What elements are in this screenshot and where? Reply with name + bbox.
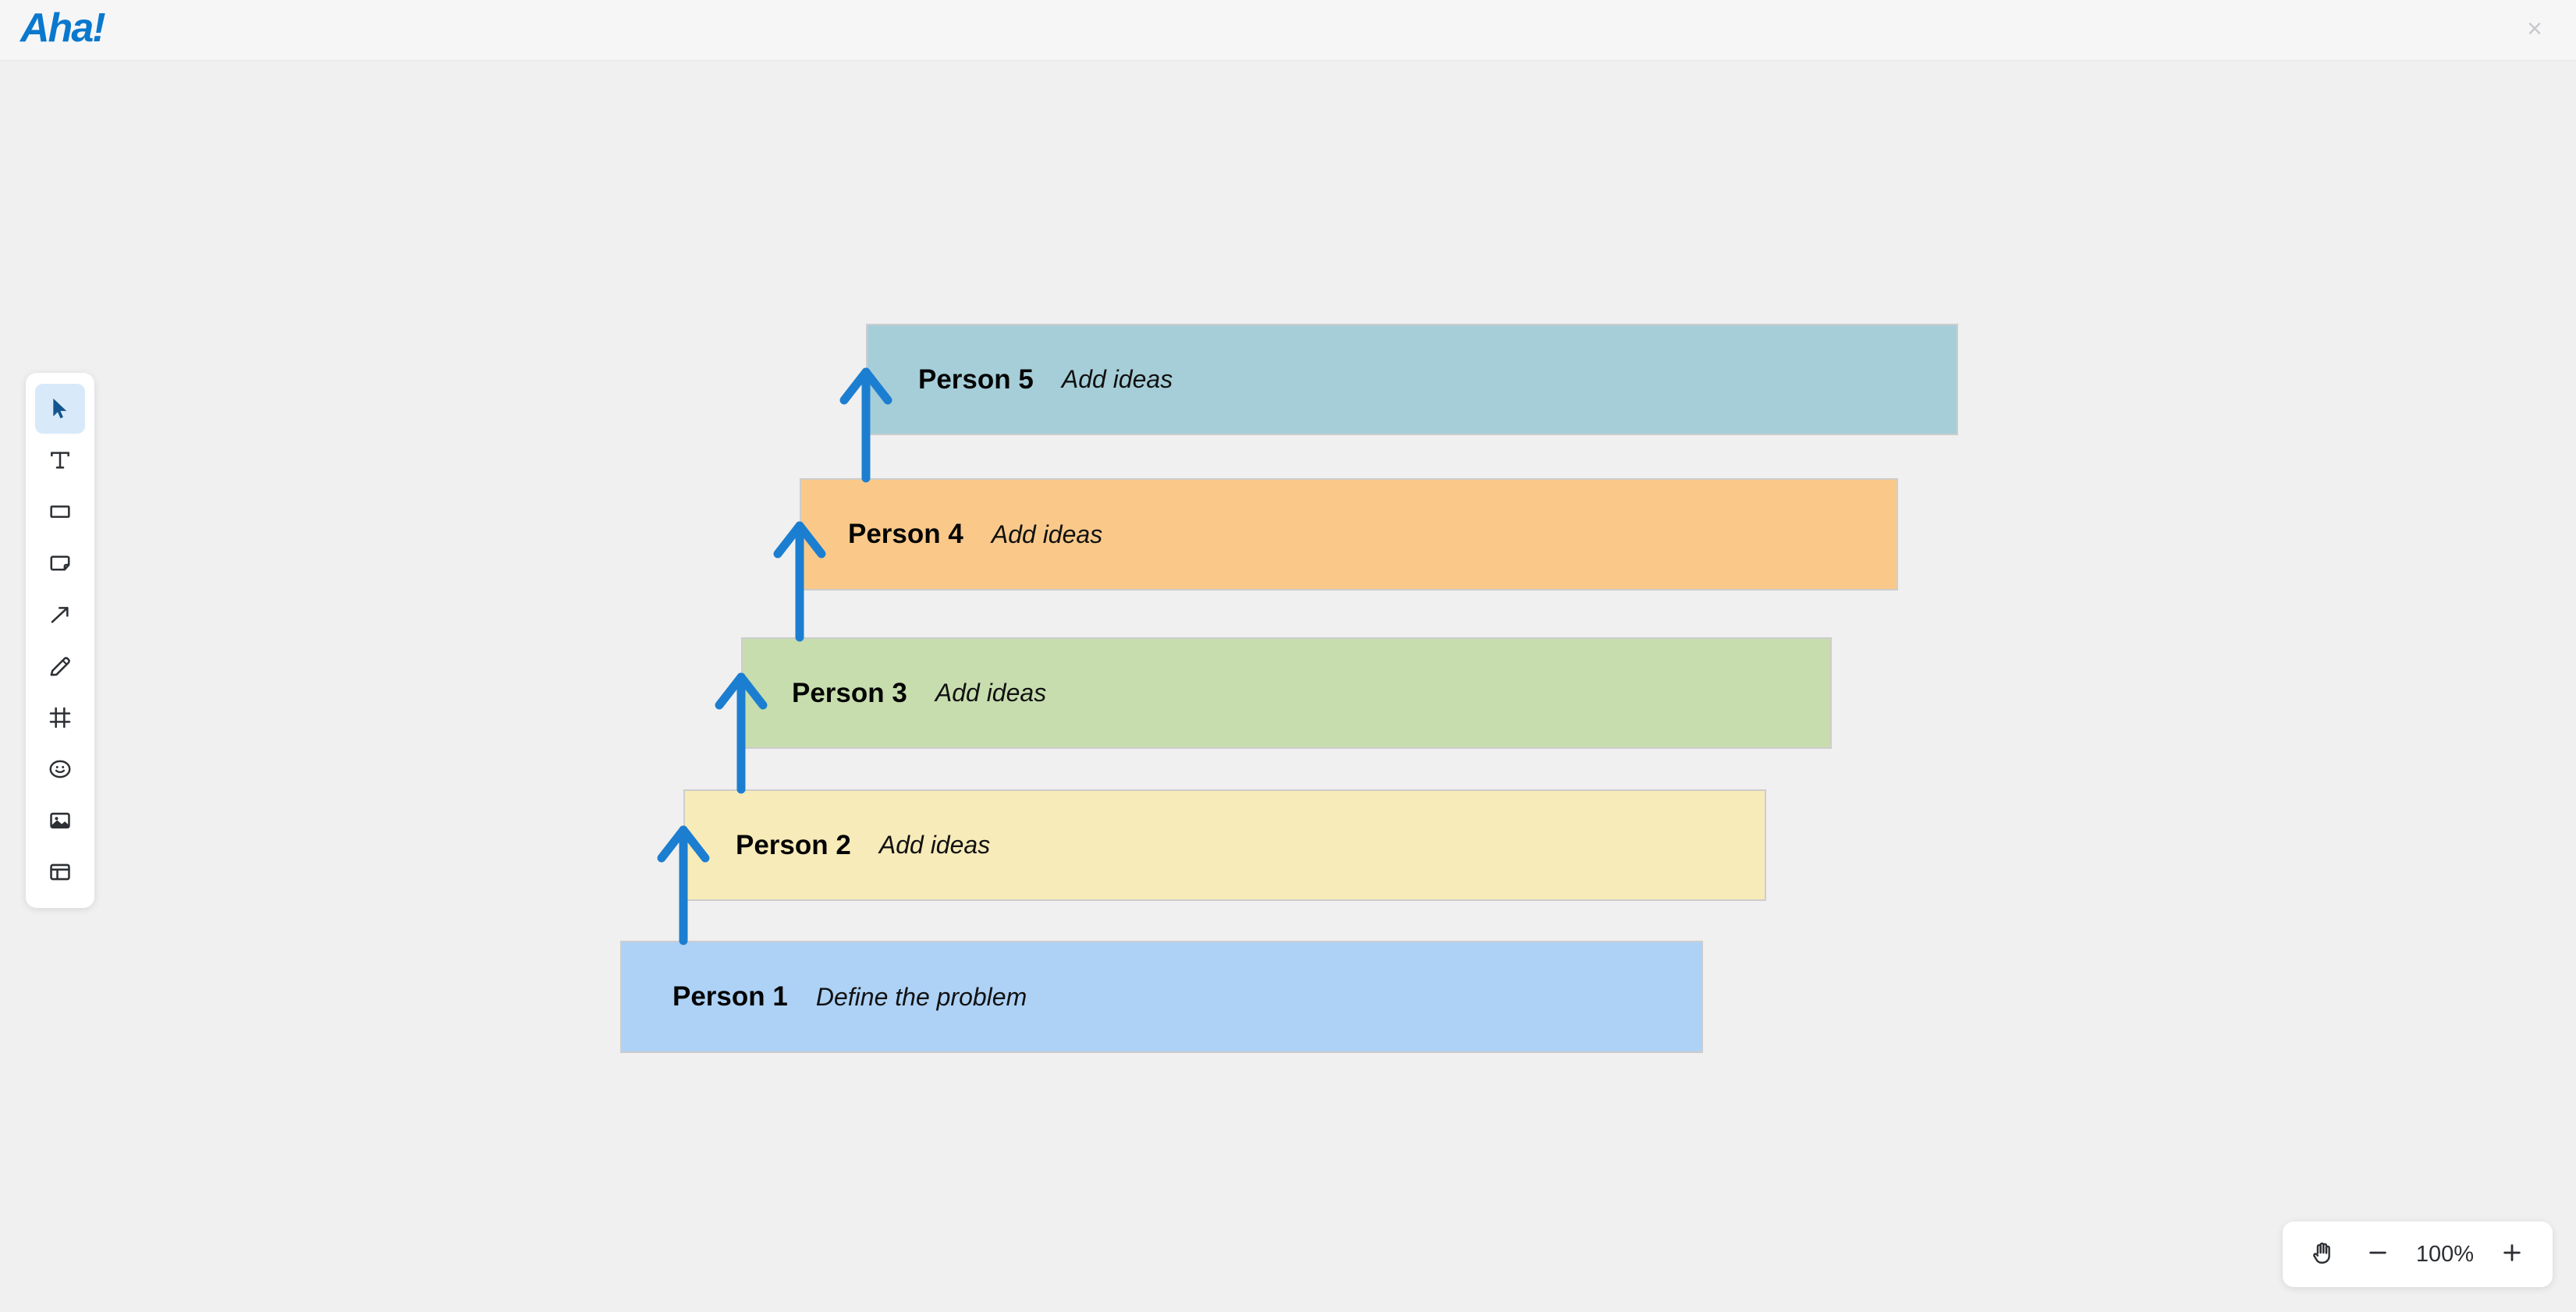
zoom-control[interactable]: 100% <box>2283 1222 2553 1287</box>
diagram-row[interactable]: Person 1 Define the problem <box>620 941 1703 1053</box>
sticky-note-icon <box>48 551 73 576</box>
template-tool[interactable] <box>35 847 85 897</box>
pencil-icon <box>48 654 73 679</box>
app-header: Aha! × <box>0 0 2576 61</box>
cursor-icon <box>48 396 73 421</box>
row-person-label: Person 5 <box>918 363 1034 395</box>
zoom-level-label: 100% <box>2415 1241 2475 1267</box>
zoom-out-button[interactable] <box>2354 1231 2401 1278</box>
minus-icon <box>2365 1240 2390 1269</box>
diagram-row[interactable]: Person 5 Add ideas <box>866 324 1958 435</box>
image-icon <box>48 808 73 833</box>
diagram-row[interactable]: Person 3 Add ideas <box>741 637 1832 749</box>
select-tool[interactable] <box>35 384 85 434</box>
close-icon[interactable]: × <box>2527 14 2542 44</box>
text-tool[interactable] <box>35 435 85 485</box>
draw-tool[interactable] <box>35 641 85 691</box>
layout-icon <box>48 860 73 885</box>
tool-palette[interactable] <box>26 373 94 908</box>
aha-logo[interactable]: Aha! <box>20 5 106 51</box>
image-tool[interactable] <box>35 796 85 846</box>
note-tool[interactable] <box>35 538 85 588</box>
zoom-in-button[interactable] <box>2489 1231 2535 1278</box>
row-note-label: Define the problem <box>815 982 1027 1011</box>
shape-tool[interactable] <box>35 487 85 537</box>
pan-tool-button[interactable] <box>2300 1231 2347 1278</box>
row-note-label: Add ideas <box>1061 365 1173 393</box>
diagram-row[interactable]: Person 2 Add ideas <box>683 789 1766 901</box>
rectangle-icon <box>48 499 73 524</box>
row-person-label: Person 4 <box>848 519 963 549</box>
arrow-icon <box>48 602 73 627</box>
row-person-label: Person 1 <box>672 981 788 1012</box>
row-note-label: Add ideas <box>878 831 991 859</box>
frame-icon <box>48 705 73 730</box>
row-note-label: Add ideas <box>935 679 1047 707</box>
connector-tool[interactable] <box>35 590 85 640</box>
smiley-icon <box>48 757 73 782</box>
row-person-label: Person 2 <box>736 829 851 860</box>
plus-icon <box>2500 1240 2525 1269</box>
row-person-label: Person 3 <box>792 677 907 708</box>
emoji-tool[interactable] <box>35 744 85 794</box>
row-note-label: Add ideas <box>991 519 1103 548</box>
diagram-row[interactable]: Person 4 Add ideas <box>800 478 1898 590</box>
text-icon <box>48 448 73 473</box>
frame-tool[interactable] <box>35 693 85 743</box>
hand-icon <box>2310 1239 2336 1270</box>
